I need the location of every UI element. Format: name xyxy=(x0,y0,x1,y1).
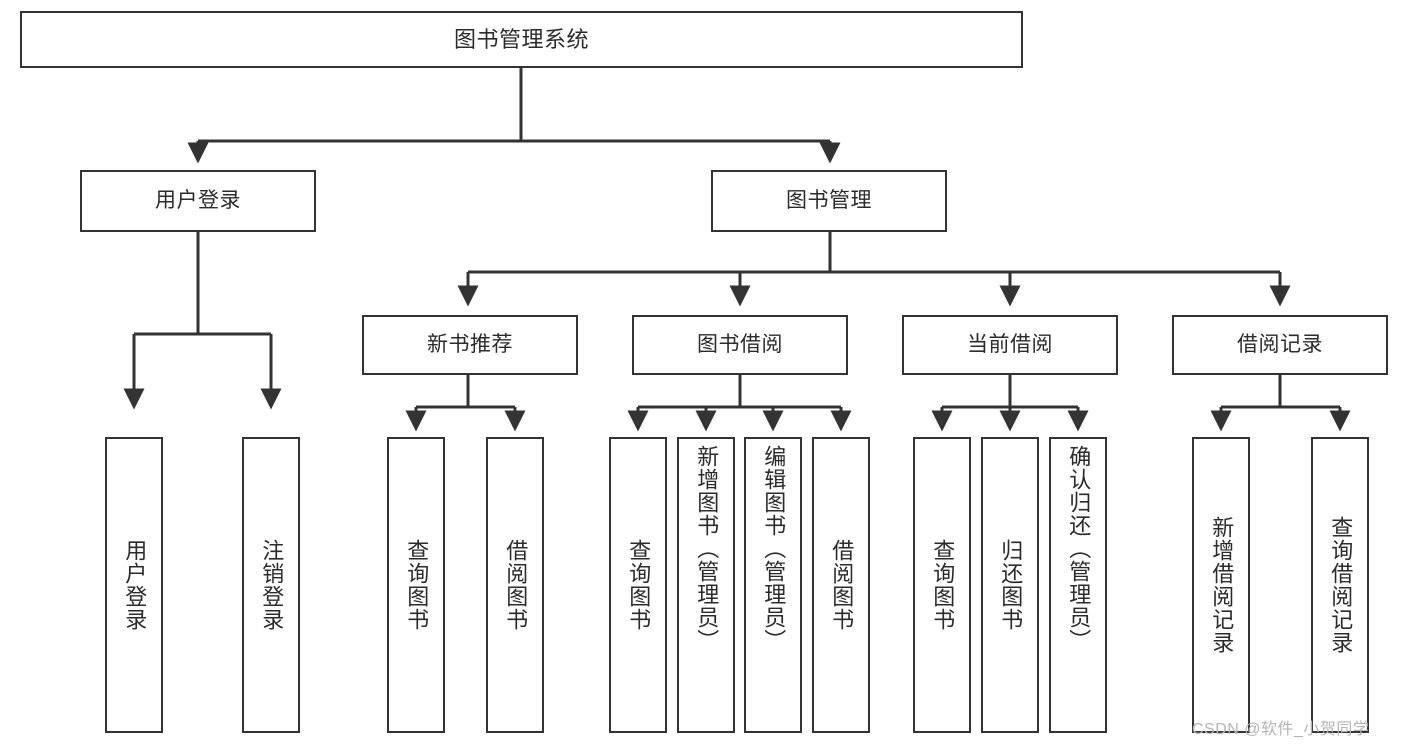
leaf-user-login-login[interactable]: 用户登录 xyxy=(105,437,163,733)
node-book-management-label: 图书管理 xyxy=(786,188,872,212)
leaf-book-borrow-query[interactable]: 查询图书 xyxy=(609,437,667,733)
node-new-book-recommend-label: 新书推荐 xyxy=(427,332,513,356)
watermark-text: CSDN @软件_小贺同学 xyxy=(1192,721,1370,738)
node-current-borrow-label: 当前借阅 xyxy=(967,332,1053,356)
leaf-new-book-query[interactable]: 查询图书 xyxy=(387,437,445,733)
leaf-current-borrow-confirm[interactable]: 确认归还（管理员） xyxy=(1049,437,1107,733)
leaf-book-borrow-add[interactable]: 新增图书（管理员） xyxy=(677,437,735,733)
leaf-book-borrow-borrow[interactable]: 借阅图书 xyxy=(812,437,870,733)
node-new-book-recommend[interactable]: 新书推荐 xyxy=(362,315,578,375)
leaf-label: 新增图书（管理员） xyxy=(694,445,720,652)
leaf-new-book-borrow[interactable]: 借阅图书 xyxy=(486,437,544,733)
node-book-borrow[interactable]: 图书借阅 xyxy=(632,315,848,375)
leaf-book-borrow-edit[interactable]: 编辑图书（管理员） xyxy=(744,437,802,733)
leaf-borrow-record-query[interactable]: 查询借阅记录 xyxy=(1311,437,1369,733)
node-book-management[interactable]: 图书管理 xyxy=(711,170,947,232)
leaf-label: 归还图书 xyxy=(998,539,1024,631)
leaf-label: 注销登录 xyxy=(259,539,285,631)
node-root-label: 图书管理系统 xyxy=(453,26,589,52)
leaf-label: 新增借阅记录 xyxy=(1209,516,1235,654)
leaf-label: 借阅图书 xyxy=(503,539,529,631)
leaf-label: 编辑图书（管理员） xyxy=(761,445,787,652)
leaf-label: 查询图书 xyxy=(930,539,956,631)
node-current-borrow[interactable]: 当前借阅 xyxy=(902,315,1118,375)
leaf-borrow-record-add[interactable]: 新增借阅记录 xyxy=(1192,437,1250,733)
leaf-label: 查询借阅记录 xyxy=(1328,516,1354,654)
node-root[interactable]: 图书管理系统 xyxy=(20,11,1023,68)
leaf-label: 借阅图书 xyxy=(829,539,855,631)
leaf-label: 查询图书 xyxy=(626,539,652,631)
leaf-current-borrow-query[interactable]: 查询图书 xyxy=(913,437,971,733)
node-user-login[interactable]: 用户登录 xyxy=(80,170,316,232)
leaf-current-borrow-return[interactable]: 归还图书 xyxy=(981,437,1039,733)
leaf-label: 查询图书 xyxy=(404,539,430,631)
node-borrow-record-label: 借阅记录 xyxy=(1237,332,1323,356)
leaf-label: 用户登录 xyxy=(122,539,148,631)
node-user-login-label: 用户登录 xyxy=(155,188,241,212)
leaf-label: 确认归还（管理员） xyxy=(1066,445,1092,652)
node-book-borrow-label: 图书借阅 xyxy=(697,332,783,356)
node-borrow-record[interactable]: 借阅记录 xyxy=(1172,315,1388,375)
leaf-user-login-logout[interactable]: 注销登录 xyxy=(242,437,300,733)
